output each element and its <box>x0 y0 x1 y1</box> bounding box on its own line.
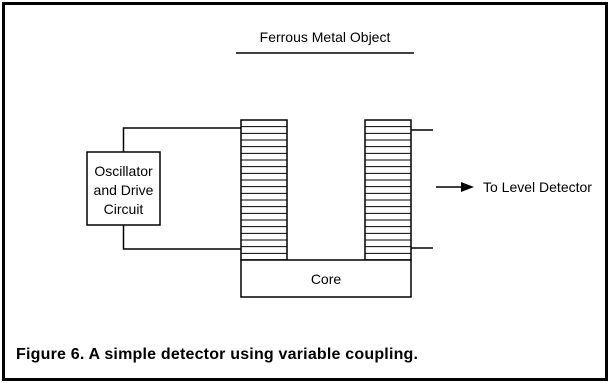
primary-coil <box>240 119 288 261</box>
secondary-coil <box>364 119 412 261</box>
figure-caption: Figure 6. A simple detector using variab… <box>16 346 419 363</box>
output-arrow-head <box>461 182 474 192</box>
oscillator-label-line-2: and Drive <box>94 182 154 198</box>
output-label: To Level Detector <box>483 179 592 195</box>
oscillator-label-line-1: Oscillator <box>94 163 153 179</box>
core-label: Core <box>311 271 342 287</box>
drive-wire-bottom <box>122 225 241 250</box>
ferrous-object-label: Ferrous Metal Object <box>260 29 391 45</box>
oscillator-box <box>86 151 161 226</box>
drive-wire-top <box>122 127 241 152</box>
core-block <box>240 259 412 298</box>
oscillator-label-line-3: Circuit <box>104 201 144 217</box>
